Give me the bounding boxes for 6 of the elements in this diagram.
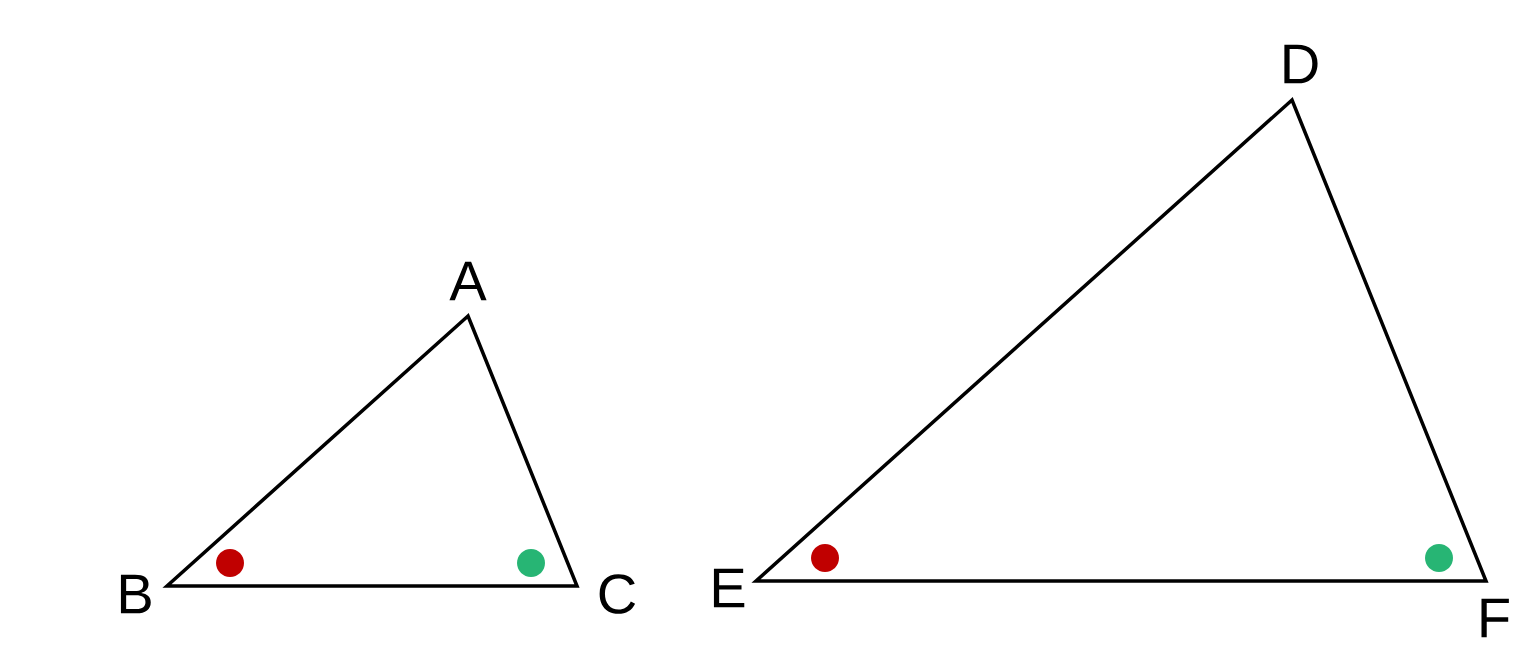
vertex-label: D bbox=[1284, 44, 1318, 84]
vertex-label: C bbox=[599, 574, 636, 614]
vertex-label: E bbox=[713, 568, 745, 608]
vertex-label: A bbox=[449, 261, 487, 301]
vertex-label: B bbox=[120, 574, 151, 614]
vertex-label: F bbox=[1481, 598, 1509, 638]
